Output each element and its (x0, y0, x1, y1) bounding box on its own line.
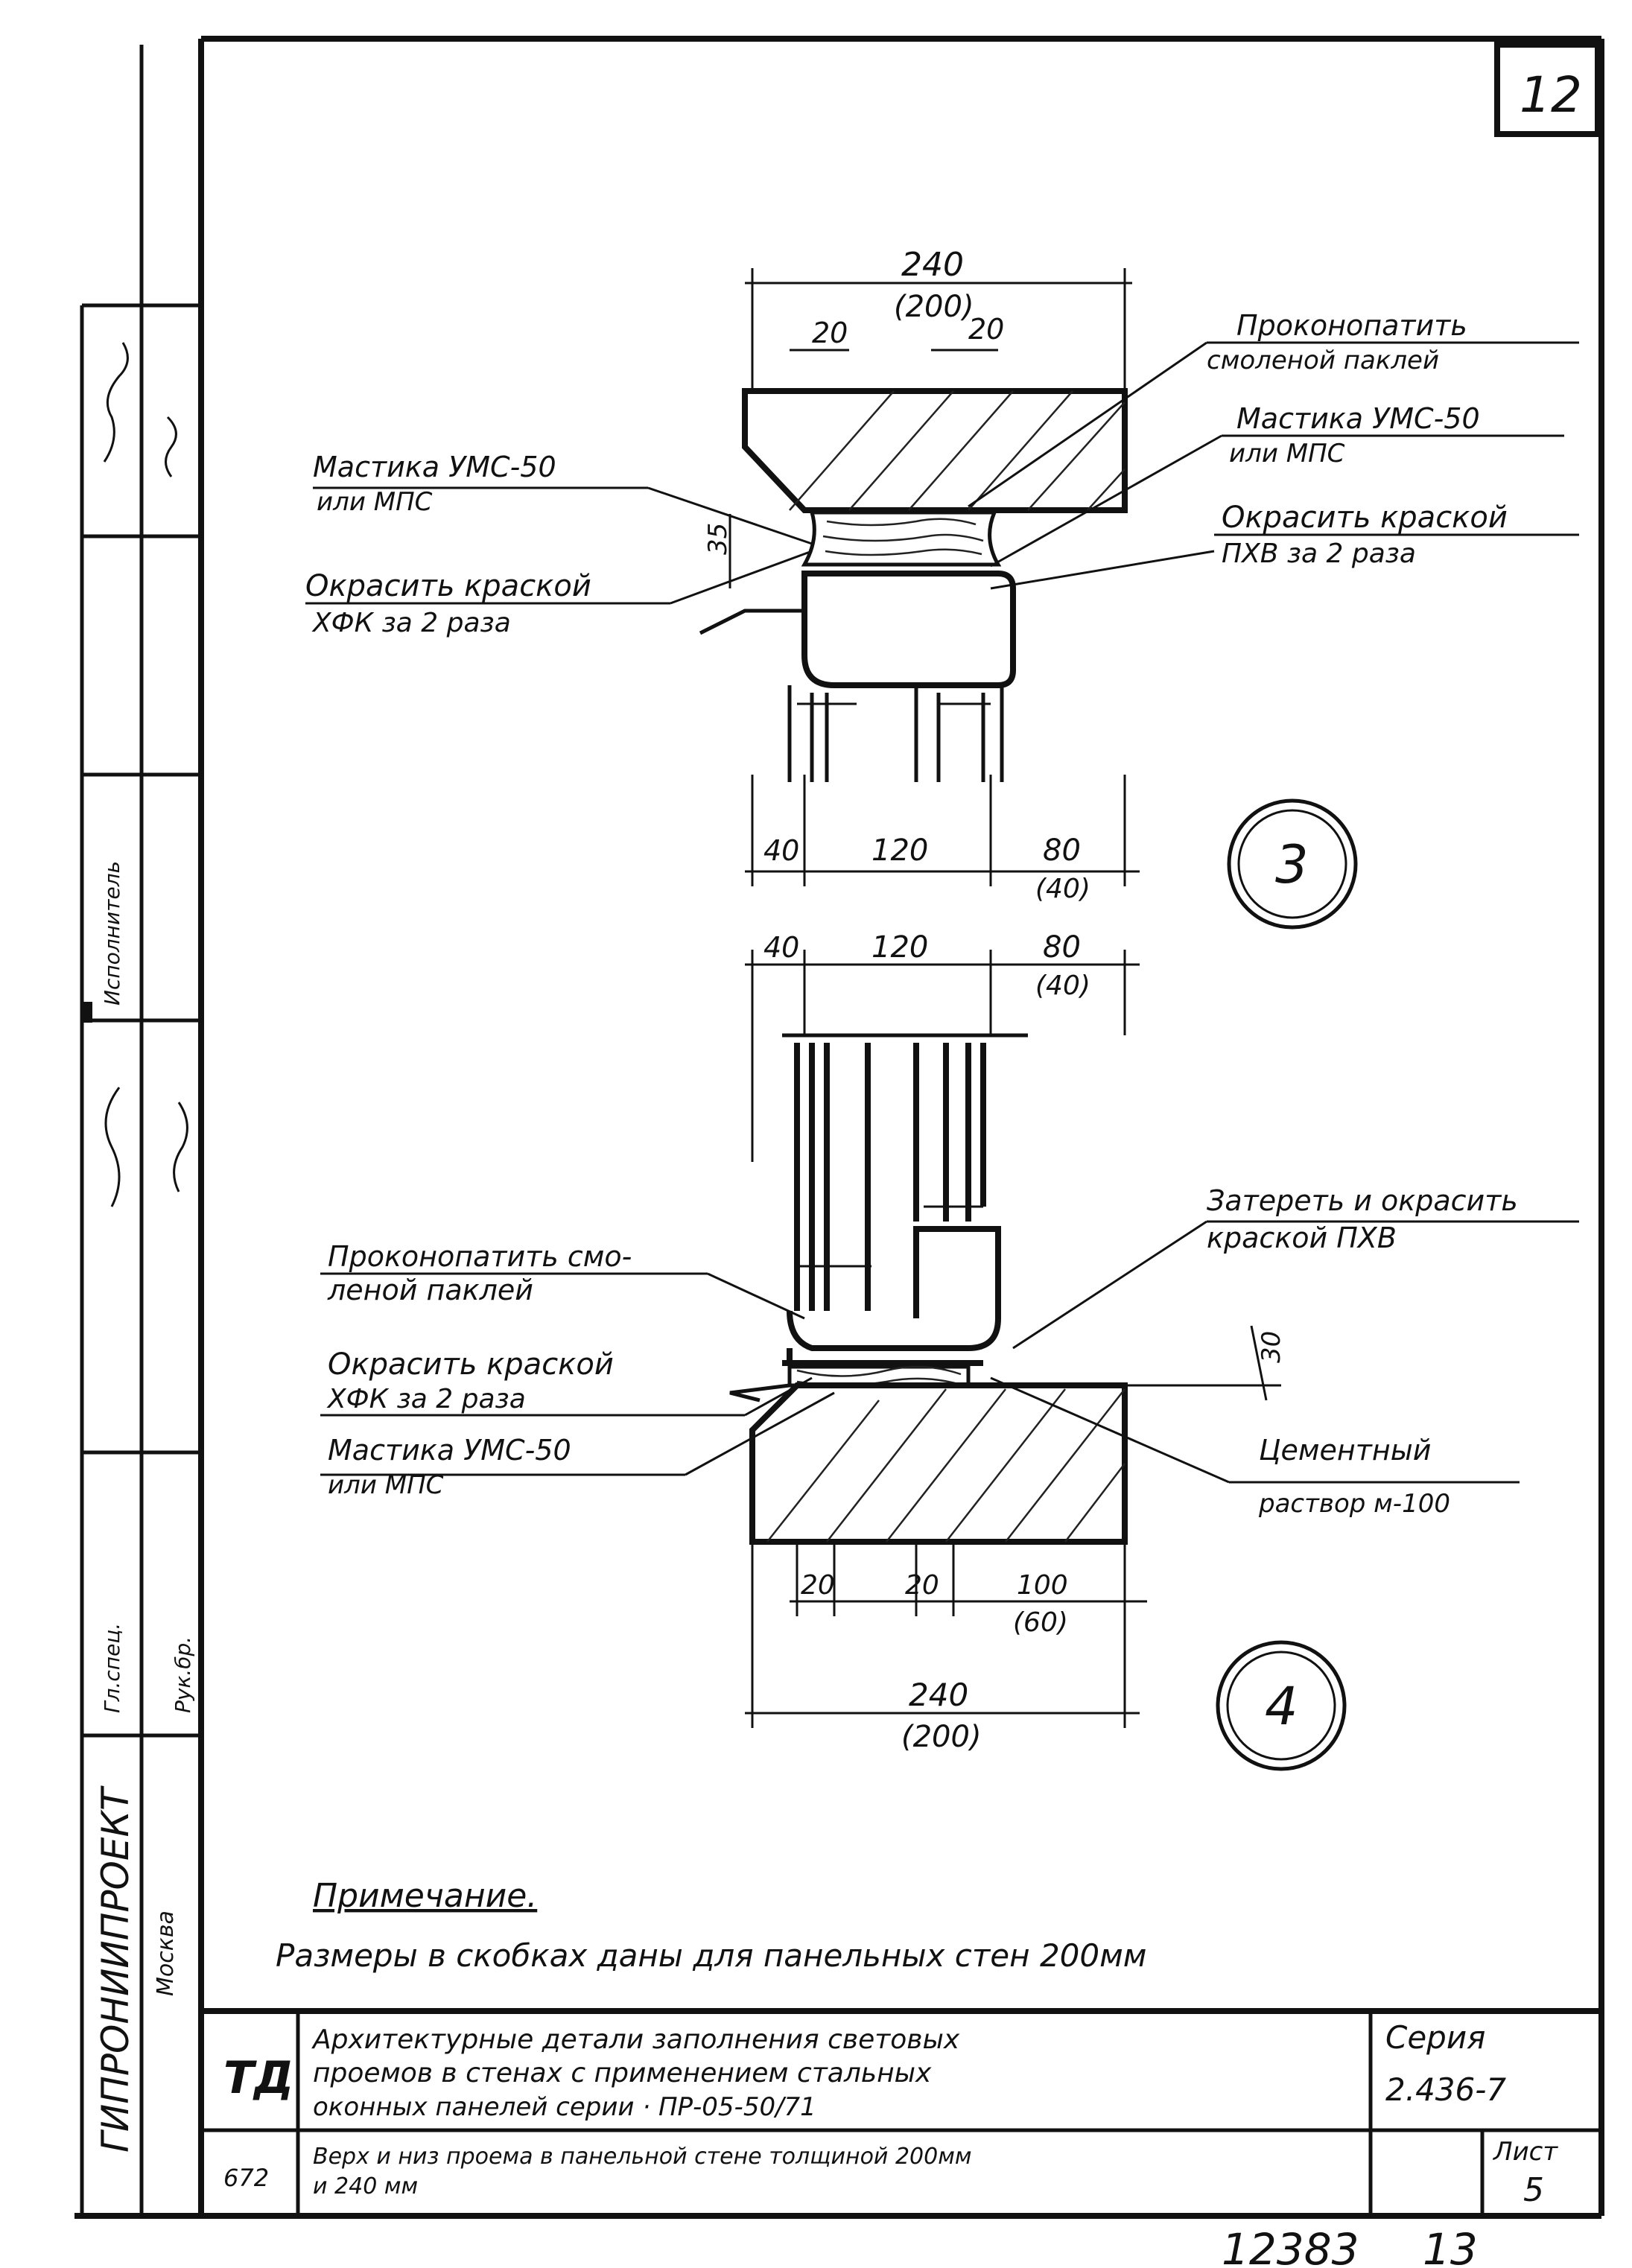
d3-dim-a: 20 (812, 317, 848, 349)
d3-number: 3 (1275, 834, 1309, 895)
d3-paint-r-1: Окрасить краской (1222, 501, 1508, 535)
d3-caulk-2: смоленой паклей (1207, 346, 1439, 375)
stamp-row-executor: Исполнитель (100, 861, 124, 1006)
detail4-dims: 30 20 20 100 (60) 240 (200) (745, 1325, 1286, 1754)
note-heading: Примечание. (313, 1877, 537, 1915)
detail-3: 240 (200) 20 20 35 40 120 80 (40) Прокон… (305, 246, 1579, 930)
d4-paint-2: ХФК за 2 раза (326, 1384, 526, 1414)
d4-dim-top-alt: (40) (1035, 971, 1090, 1001)
d3-dim-top-alt: (200) (894, 290, 974, 324)
detail3-marker: 3 (1227, 798, 1358, 930)
note: Примечание. Размеры в скобках даны для п… (276, 1877, 1146, 1974)
corner-number-box: 12 (1494, 42, 1601, 137)
d4-caulk-1: Проконопатить смо- (328, 1240, 632, 1273)
detail4-callouts: Затереть и окрасить краской ПХВ Проконоп… (320, 1184, 1579, 1519)
stamp-org: ГИПРОНИИПРОЕКТ (94, 1785, 137, 2153)
d4-dim-bot-0: 20 (801, 1570, 835, 1601)
stamp-row-lead: Рук.бр. (171, 1636, 195, 1713)
detail-4: 40 120 80 (40) (320, 930, 1579, 1771)
d4-dim-bot-2: 100 (1017, 1570, 1068, 1601)
d4-mortar-1: Цементный (1259, 1434, 1431, 1467)
d4-dim-30: 30 (1257, 1331, 1286, 1363)
title-block: ТД Архитектурные детали заполнения свето… (201, 2008, 1601, 2216)
detail4-marker: 4 (1216, 1640, 1347, 1771)
side-stamp: ГИПРОНИИПРОЕКТ Москва Исполнитель Рук.бр… (80, 342, 195, 2153)
d3-paint-l-2: ХФК за 2 раза (311, 608, 511, 638)
d3-mastic-r-2: или МПС (1229, 439, 1345, 468)
d4-plaster-2: краской ПХВ (1207, 1222, 1397, 1254)
d4-dim-total: 240 (909, 1677, 968, 1713)
footer: 12383 13 (1222, 2224, 1478, 2268)
d3-dim-bot-0: 40 (763, 834, 799, 867)
d3-dim-bot-alt: (40) (1035, 874, 1090, 904)
series-label: Серия (1385, 2019, 1485, 2056)
subtitle-line-2: и 240 мм (313, 2173, 418, 2199)
d3-caulk-1: Проконопатить (1236, 309, 1467, 342)
title-logo: ТД (223, 2052, 293, 2104)
inventory-number: 12383 (1222, 2224, 1359, 2268)
title-line-3: оконных панелей серии · ПР-05-50/71 (313, 2092, 816, 2122)
d4-number: 4 (1265, 1676, 1298, 1737)
d3-dim-35: 35 (703, 523, 733, 555)
detail3-dims: 240 (200) 20 20 35 40 120 80 (40) (703, 246, 1140, 904)
stamp-row-chief: Гл.спец. (100, 1623, 124, 1713)
d3-dim-bot-2: 80 (1043, 833, 1081, 868)
note-text: Размеры в скобках даны для панельных сте… (276, 1937, 1146, 1974)
d4-plaster-1: Затереть и окрасить (1207, 1184, 1518, 1217)
d4-dim-top-2: 80 (1043, 930, 1081, 965)
title-line-1: Архитектурные детали заполнения световых (311, 2024, 960, 2055)
subtitle-line-1: Верх и низ проема в панельной стене толщ… (313, 2144, 972, 2170)
d3-dim-top: 240 (901, 246, 964, 284)
left-code: 672 (223, 2164, 269, 2192)
d4-mastic-2: или МПС (328, 1470, 444, 1500)
d3-dim-bot-1: 120 (871, 833, 928, 868)
copy-number: 13 (1423, 2224, 1478, 2268)
d4-caulk-2: леной паклей (327, 1274, 533, 1306)
title-line-2: проемов в стенах с применением стальных (313, 2058, 932, 2088)
detail4-dims-top: 40 120 80 (40) (745, 930, 1140, 1162)
stamp-org-sub: Москва (153, 1910, 179, 1996)
d4-dim-total-alt: (200) (901, 1720, 982, 1754)
d3-paint-r-2: ПХВ за 2 раза (1222, 539, 1416, 569)
d4-dim-bot-alt: (60) (1013, 1607, 1068, 1638)
d3-mastic-r-1: Мастика УМС-50 (1236, 402, 1480, 435)
d3-paint-l-1: Окрасить краской (305, 569, 591, 603)
d4-dim-top-0: 40 (763, 931, 799, 964)
d4-paint-1: Окрасить краской (328, 1347, 614, 1382)
d3-dim-b: 20 (968, 313, 1004, 346)
detail3-callouts: Проконопатить смоленой паклей Мастика УМ… (305, 309, 1579, 638)
d4-mastic-1: Мастика УМС-50 (328, 1434, 571, 1467)
d3-mastic-l-2: или МПС (317, 487, 433, 517)
sheet-value: 5 (1523, 2171, 1544, 2209)
sheet-frame (74, 36, 1604, 2219)
corner-number: 12 (1520, 66, 1582, 124)
d4-dim-top-1: 120 (871, 930, 928, 965)
d4-mortar-2: раствор м-100 (1258, 1489, 1450, 1519)
series-value: 2.436-7 (1385, 2071, 1506, 2108)
d3-mastic-l-1: Мастика УМС-50 (313, 451, 556, 483)
d4-dim-bot-1: 20 (905, 1570, 939, 1601)
sheet-label: Лист (1492, 2137, 1558, 2167)
